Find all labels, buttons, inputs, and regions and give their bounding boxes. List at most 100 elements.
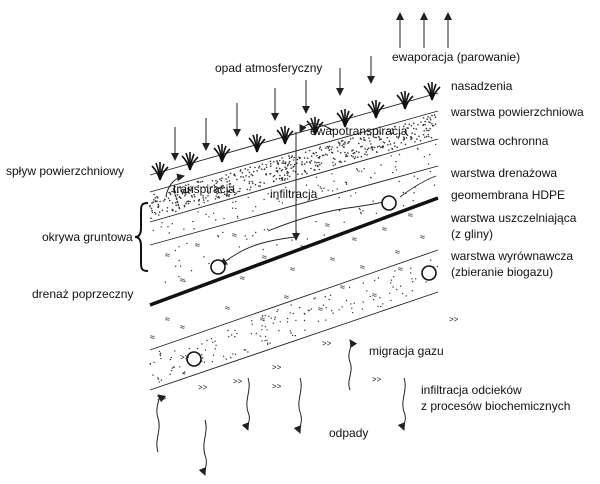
stipple-dot xyxy=(293,163,296,166)
stipple-dot xyxy=(434,123,437,125)
stipple-dot xyxy=(364,153,366,155)
stipple-dot xyxy=(304,151,307,154)
stipple-dot xyxy=(247,196,249,199)
stipple-dot xyxy=(152,201,155,203)
stipple-dot xyxy=(417,123,419,126)
waste-marks: >>>>>>>>>>>>>>>>>> xyxy=(157,315,459,403)
stipple-dot xyxy=(398,180,400,183)
stipple-dot xyxy=(174,190,176,193)
stipple-dot xyxy=(315,176,318,178)
stipple-dot xyxy=(344,181,347,183)
stipple-dot xyxy=(350,195,352,197)
drainage-flow-arrow xyxy=(219,236,296,266)
stipple-dot xyxy=(182,190,185,193)
stipple-dot xyxy=(417,178,419,180)
stipple-dot xyxy=(276,244,278,246)
stipple-dot xyxy=(157,205,160,207)
stipple-dot xyxy=(324,153,327,156)
clay-symbol: ≈ xyxy=(352,234,357,244)
stipple-dot xyxy=(396,146,399,148)
stipple-dot xyxy=(168,199,171,202)
stipple-dot xyxy=(218,187,221,190)
stipple-dot xyxy=(278,200,280,202)
stipple-dot xyxy=(411,278,413,280)
label-transpiration: transpiracja xyxy=(173,182,235,196)
stipple-dot xyxy=(174,350,176,352)
stipple-dot xyxy=(211,361,214,363)
stipple-dot xyxy=(217,236,220,238)
stipple-dot xyxy=(263,229,266,231)
stipple-dot xyxy=(159,200,161,203)
stipple-dot xyxy=(264,335,267,338)
stipple-dot xyxy=(295,319,297,322)
stipple-dot xyxy=(391,147,393,150)
stipple-dot xyxy=(345,182,348,184)
evapotranspiration-arrow xyxy=(299,123,335,133)
stipple-dot xyxy=(288,175,291,178)
stipple-dot xyxy=(317,165,319,168)
stipple-dot xyxy=(269,162,272,165)
stipple-dot xyxy=(225,174,227,176)
stipple-dot xyxy=(344,143,346,145)
clay-marks: ≈≈≈≈≈≈≈≈≈≈≈≈≈≈≈≈≈≈≈≈≈≈≈≈≈≈ xyxy=(150,210,425,342)
stipple-dot xyxy=(391,132,393,135)
stipple-dot xyxy=(265,164,268,166)
label-geomembrane: geomembrana HDPE xyxy=(451,188,565,202)
stipple-dot xyxy=(236,215,239,218)
stipple-dot xyxy=(306,172,308,175)
stipple-dot xyxy=(187,200,189,202)
waste-symbol: >> xyxy=(180,353,190,362)
stipple-dot xyxy=(229,172,232,175)
stipple-dot xyxy=(307,309,309,312)
stipple-dot xyxy=(332,164,335,167)
stipple-dot xyxy=(348,286,351,289)
stipple-dot xyxy=(183,205,186,208)
stipple-dot xyxy=(394,145,396,147)
clay-symbol: ≈ xyxy=(395,247,400,257)
stipple-dot xyxy=(248,176,250,178)
clay-symbol: ≈ xyxy=(408,210,413,220)
stipple-dot xyxy=(248,171,251,174)
stipple-dot xyxy=(263,168,266,170)
drainage-flow-line-2 xyxy=(399,175,437,198)
stipple-dot xyxy=(247,169,249,171)
stipple-dot xyxy=(326,154,329,156)
plants xyxy=(151,82,441,181)
layer-boundaries xyxy=(149,92,439,391)
stipple-dot xyxy=(362,282,364,284)
stipple-dot xyxy=(171,202,174,204)
label-waste: odpady xyxy=(329,426,368,440)
stipple-dot xyxy=(378,137,381,139)
clay-symbol: ≈ xyxy=(290,264,295,274)
stipple-dot xyxy=(281,168,284,171)
stipple-dot xyxy=(275,178,278,180)
stipple-dot xyxy=(183,189,185,191)
stipple-dot xyxy=(281,202,284,204)
stipple-dot xyxy=(362,301,364,303)
stipple-dot xyxy=(263,198,265,201)
stipple-dot xyxy=(281,157,283,159)
stipple-dot xyxy=(347,152,349,154)
stipple-dot xyxy=(264,326,267,328)
stipple-dot xyxy=(320,187,322,190)
waste-symbol: >> xyxy=(272,382,282,391)
stipple-dot xyxy=(380,164,382,166)
stipple-dot xyxy=(366,290,368,292)
stipple-dot xyxy=(377,135,380,138)
stipple-dot xyxy=(156,197,159,199)
stipple-dot xyxy=(203,361,205,363)
stipple-dot xyxy=(323,187,325,189)
stipple-dot xyxy=(227,176,230,178)
stipple-dot xyxy=(422,117,425,119)
stipple-dot xyxy=(214,348,216,350)
stipple-dot xyxy=(160,357,162,360)
stipple-dot xyxy=(218,197,221,199)
stipple-dot xyxy=(405,295,407,297)
stipple-dot xyxy=(374,172,376,174)
stipple-dot xyxy=(263,319,265,322)
stipple-dot xyxy=(344,151,346,154)
stipple-dot xyxy=(270,317,272,319)
stipple-dot xyxy=(206,339,208,342)
stipple-dot xyxy=(227,191,230,193)
stipple-dot xyxy=(398,153,401,156)
